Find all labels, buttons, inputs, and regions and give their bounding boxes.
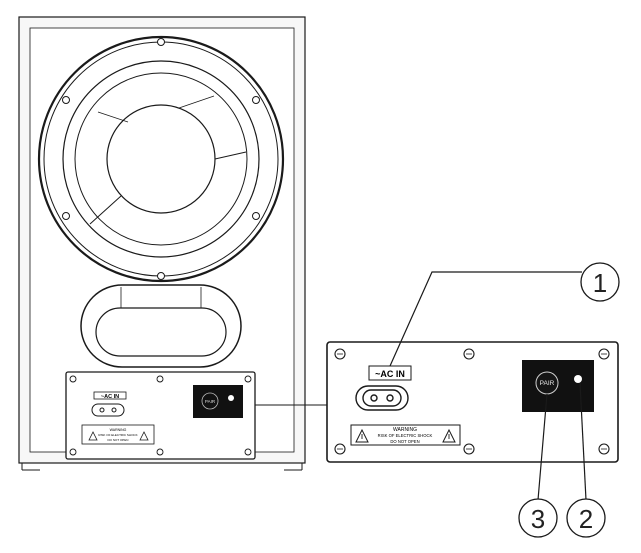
callout-1-number: 1 (593, 268, 607, 298)
detail-pair-block: PAIR (522, 360, 594, 412)
callout-3-number: 3 (531, 504, 545, 534)
callout-3: 3 (518, 498, 558, 538)
cabinet-pair-block: PAIR (193, 385, 243, 418)
callout-2-number: 2 (579, 504, 593, 534)
detail-warning-line-1: WARNING (393, 427, 417, 433)
cabinet-warning-line-2: RISK OF ELECTRIC SHOCK (98, 433, 137, 437)
pair-indicator-led (574, 375, 582, 383)
cabinet-ac-in-label: ~AC IN (101, 394, 119, 400)
callout-2: 2 (566, 498, 606, 538)
cabinet-ac-inlet (91, 403, 125, 417)
cabinet-rear-panel: ~AC IN WARNING RISK OF ELECTRIC SHOCK DO… (65, 371, 256, 460)
detail-warning-line-2: RISK OF ELECTRIC SHOCK (378, 433, 433, 438)
detail-pair-label: PAIR (540, 380, 555, 387)
cabinet-pair-label: PAIR (205, 399, 216, 404)
detail-ac-in-label: ~AC IN (375, 369, 405, 379)
detail-panel-screws (334, 348, 610, 455)
bass-port (80, 284, 242, 368)
detail-rear-panel: ~AC IN WARNING RISK OF ELECTRIC SHOCK DO… (326, 341, 619, 463)
cabinet-warning-label: WARNING RISK OF ELECTRIC SHOCK DO NOT OP… (81, 424, 155, 445)
cabinet-warning-line-1: WARNING (110, 428, 127, 432)
cabinet-pair-led (228, 395, 234, 401)
callout-1: 1 (580, 262, 620, 302)
woofer-screws (62, 38, 260, 280)
cabinet-pair-button (201, 392, 219, 410)
callout-leaders (389, 271, 587, 501)
detail-ac-inlet (355, 385, 409, 411)
detail-warning-label: WARNING RISK OF ELECTRIC SHOCK DO NOT OP… (350, 424, 461, 446)
cabinet-warning-line-3: DO NOT OPEN (108, 438, 129, 442)
detail-warning-line-3: DO NOT OPEN (390, 439, 419, 444)
